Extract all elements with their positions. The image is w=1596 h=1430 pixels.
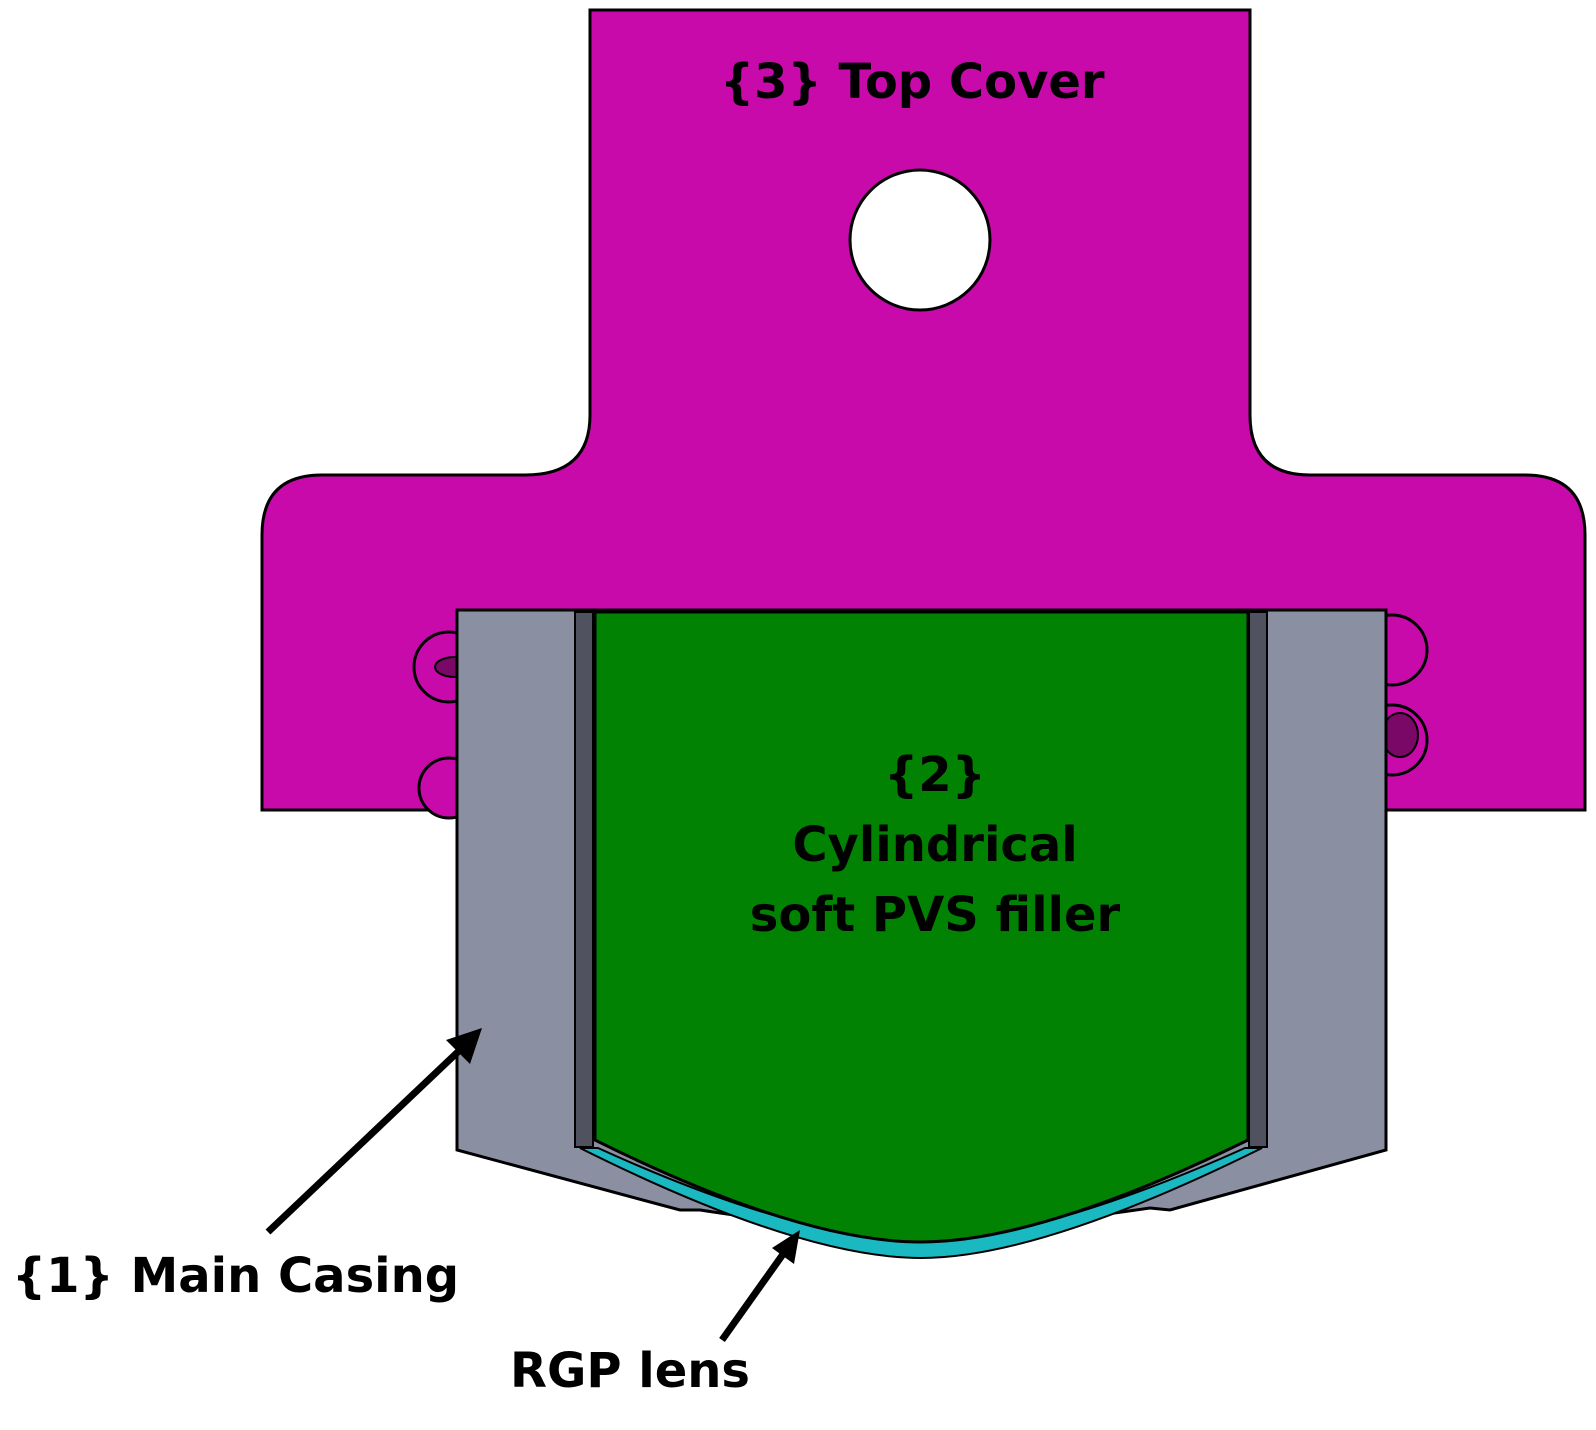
filler-label-line1: {2} Cylindrical — [792, 747, 1078, 873]
main-casing-label: {1} Main Casing — [12, 1248, 460, 1304]
top-cover-label: {3} Top Cover — [720, 54, 1105, 110]
filler-label-line2: soft PVS filler — [749, 887, 1121, 943]
filler-label: {2} Cylindrical soft PVS filler — [740, 740, 1130, 950]
rgp-lens-arrow — [719, 1230, 800, 1343]
pvs-filler-part — [593, 610, 1250, 1244]
main-casing-arrow — [265, 1028, 482, 1235]
rgp-lens-label: RGP lens — [510, 1343, 750, 1399]
